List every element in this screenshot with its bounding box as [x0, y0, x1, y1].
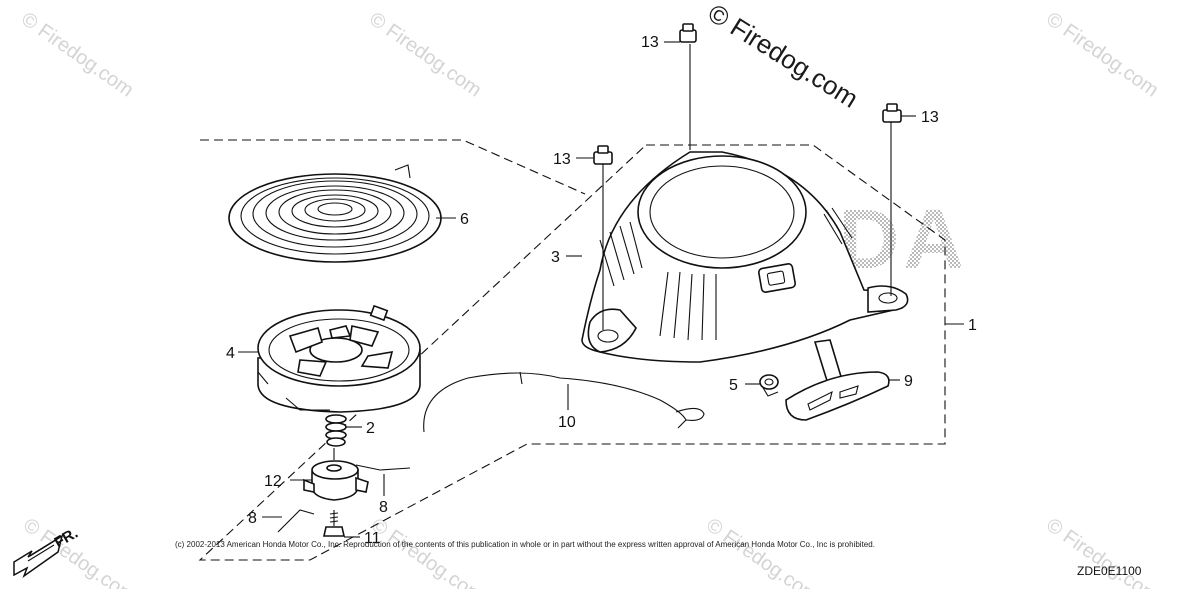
small-spring: [325, 414, 347, 447]
rope-knot: [675, 407, 705, 429]
flange-nut-right: [882, 103, 902, 123]
copyright-notice: (c) 2002-2013 American Honda Motor Co., …: [175, 540, 875, 549]
callout-13-left: 13: [553, 151, 571, 168]
watermark-top-right: © Firedog.com: [1042, 8, 1162, 101]
starter-grip: [785, 339, 890, 421]
callout-10: 10: [558, 414, 576, 431]
pawl-spring-left: [277, 509, 315, 533]
watermarks: © Firedog.com © Firedog.com © Firedog.co…: [17, 8, 1162, 594]
callout-5: 5: [729, 377, 738, 394]
diagram-code: ZDE0E1100: [1077, 564, 1142, 578]
arrow-down-left-icon: [13, 534, 64, 579]
ratchet-guide: [303, 460, 369, 501]
setting-screw: [323, 510, 345, 537]
starter-rope: [423, 372, 687, 433]
callout-9: 9: [904, 373, 913, 390]
callout-13-top: 13: [641, 34, 659, 51]
callout-6: 6: [460, 211, 469, 228]
flange-nut-left: [593, 145, 613, 165]
rope-guide: [759, 374, 779, 397]
starter-reel: [257, 304, 421, 413]
callouts: 13 13 13 3 6 1 4 2 12 8 8 11 10 5 9: [226, 34, 977, 547]
callout-3: 3: [551, 249, 560, 266]
callout-2: 2: [366, 420, 375, 437]
watermark-top-center: © Firedog.com: [365, 8, 485, 101]
callout-4: 4: [226, 345, 235, 362]
recoil-spring: [228, 164, 442, 263]
watermark-bottom-center: © Firedog.com: [367, 514, 487, 589]
watermark-top-left: © Firedog.com: [17, 8, 137, 101]
watermark-main: © Firedog.com: [703, 0, 864, 114]
callout-11: 11: [364, 530, 381, 547]
callout-8-left: 8: [248, 510, 257, 527]
watermark-bottom-mid-right: © Firedog.com: [702, 514, 822, 589]
pawl-spring-right: [355, 464, 411, 471]
callout-8-right: 8: [379, 499, 388, 516]
callout-13-right: 13: [921, 109, 939, 126]
callout-1: 1: [968, 317, 977, 334]
assembly-boundary: [198, 139, 946, 561]
flange-nut-top: [679, 23, 697, 43]
starter-case: [581, 151, 909, 363]
leader-lines: [238, 41, 916, 538]
callout-12: 12: [264, 473, 282, 490]
